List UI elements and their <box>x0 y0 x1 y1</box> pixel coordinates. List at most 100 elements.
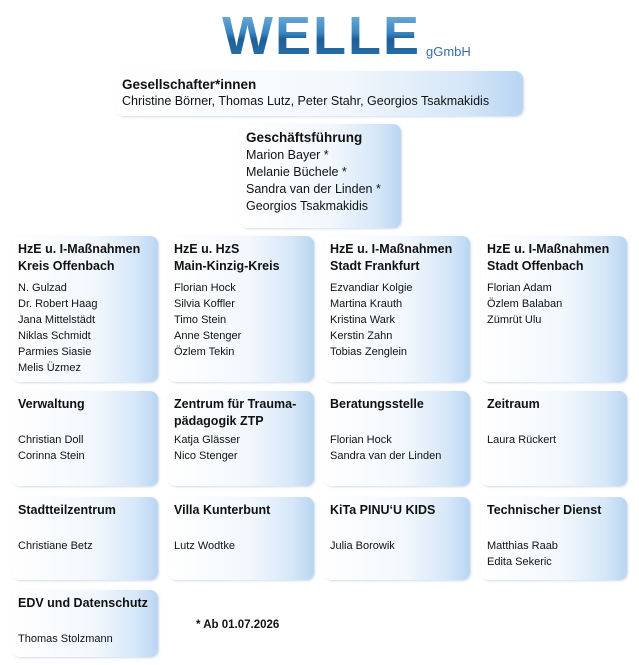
management-box: Geschäftsführung Marion Bayer * Melanie … <box>240 124 401 228</box>
unit-names: Florian Hock Silvia Koffler Timo Stein A… <box>174 280 308 360</box>
unit-names: Katja Glässer Nico Stenger <box>174 432 308 464</box>
unit-box: Villa Kunterbunt Lutz Wodtke <box>168 497 314 580</box>
unit-box: Beratungsstelle Florian Hock Sandra van … <box>324 391 470 486</box>
unit-name: Lutz Wodtke <box>174 540 235 552</box>
unit-box: HzE u. I-Maßnahmen Kreis Offenbach N. Gu… <box>12 236 158 382</box>
unit-box: KiTa PINU‘U KIDS Julia Borowik <box>324 497 470 580</box>
unit-name: Kerstin Zahn <box>330 330 393 342</box>
unit-names: Florian Adam Özlem Balaban Zümrüt Ulu <box>487 280 621 328</box>
unit-title: HzE u. I-Maßnahmen Stadt Offenbach <box>487 241 621 275</box>
unit-name: Edita Sekeric <box>487 556 552 568</box>
unit-names: Florian Hock Sandra van der Linden <box>330 432 464 464</box>
unit-title-line: EDV und Datenschutz <box>18 596 148 610</box>
unit-title: Villa Kunterbunt <box>174 502 308 519</box>
unit-names: Ezvandiar Kolgie Martina Krauth Kristina… <box>330 280 464 360</box>
unit-box: Technischer Dienst Matthias Raab Edita S… <box>481 497 627 580</box>
unit-title-line: Technischer Dienst <box>487 503 602 517</box>
unit-name: Christiane Betz <box>18 540 93 552</box>
shareholders-names: Christine Börner, Thomas Lutz, Peter Sta… <box>122 93 517 110</box>
unit-name: Martina Krauth <box>330 298 403 310</box>
unit-names: Lutz Wodtke <box>174 538 308 554</box>
unit-title: Technischer Dienst <box>487 502 621 519</box>
unit-name: Corinna Stein <box>18 450 85 462</box>
management-name: Sandra van der Linden * <box>246 182 381 196</box>
unit-title-line: HzE u. I-Maßnahmen <box>330 242 453 256</box>
unit-title-line: Beratungsstelle <box>330 397 424 411</box>
unit-name: Matthias Raab <box>487 540 558 552</box>
unit-name: Parmies Siasie <box>18 346 92 358</box>
unit-names: Christiane Betz <box>18 538 152 554</box>
unit-names: N. Gulzad Dr. Robert Haag Jana Mittelstä… <box>18 280 152 376</box>
unit-box: Stadtteilzentrum Christiane Betz <box>12 497 158 580</box>
unit-name: Florian Hock <box>330 434 392 446</box>
unit-title-line: KiTa PINU‘U KIDS <box>330 503 436 517</box>
unit-name: Florian Adam <box>487 282 552 294</box>
unit-title: Zentrum für Trauma- pädagogik ZTP <box>174 396 308 430</box>
unit-name: Tobias Zenglein <box>330 346 408 358</box>
unit-name: Zümrüt Ulu <box>487 314 542 326</box>
unit-name: Dr. Robert Haag <box>18 298 98 310</box>
unit-title: Verwaltung <box>18 396 152 413</box>
unit-title-line: Stadtteilzentrum <box>18 503 116 517</box>
unit-name: Laura Rückert <box>487 434 557 446</box>
unit-title: KiTa PINU‘U KIDS <box>330 502 464 519</box>
unit-name: Thomas Stolzmann <box>18 633 113 645</box>
shareholders-title: Gesellschafter*innen <box>122 77 257 92</box>
unit-box: Zeitraum Laura Rückert <box>481 391 627 486</box>
welle-logo: WELLE gGmbH <box>222 6 482 66</box>
management-title: Geschäftsführung <box>246 130 363 145</box>
unit-name: Silvia Koffler <box>174 298 235 310</box>
unit-names: Thomas Stolzmann <box>18 631 152 647</box>
unit-title: HzE u. I-Maßnahmen Stadt Frankfurt <box>330 241 464 275</box>
management-name: Marion Bayer * <box>246 148 329 162</box>
unit-name: Anne Stenger <box>174 330 242 342</box>
unit-name: Katja Glässer <box>174 434 241 446</box>
management-name: Melanie Büchele * <box>246 165 347 179</box>
unit-title-line: HzE u. HzS <box>174 242 240 256</box>
unit-box: Zentrum für Trauma- pädagogik ZTP Katja … <box>168 391 314 486</box>
unit-title-line: HzE u. I-Maßnahmen <box>18 242 141 256</box>
unit-names: Laura Rückert <box>487 432 621 448</box>
unit-title-line: Stadt Frankfurt <box>330 259 420 273</box>
logo-suffix: gGmbH <box>426 44 471 59</box>
unit-name: Ezvandiar Kolgie <box>330 282 413 294</box>
unit-name: N. Gulzad <box>18 282 67 294</box>
management-names: Marion Bayer * Melanie Büchele * Sandra … <box>246 147 395 215</box>
unit-title-line: pädagogik ZTP <box>174 414 264 428</box>
unit-title: Stadtteilzentrum <box>18 502 152 519</box>
unit-name: Özlem Balaban <box>487 298 563 310</box>
unit-title-line: Main-Kinzig-Kreis <box>174 259 280 273</box>
unit-title-line: Kreis Offenbach <box>18 259 115 273</box>
unit-name: Julia Borowik <box>330 540 395 552</box>
unit-box: EDV und Datenschutz Thomas Stolzmann <box>12 590 158 657</box>
unit-title-line: Villa Kunterbunt <box>174 503 271 517</box>
unit-title: EDV und Datenschutz <box>18 595 152 612</box>
unit-name: Jana Mittelstädt <box>18 314 96 326</box>
unit-names: Matthias Raab Edita Sekeric <box>487 538 621 570</box>
unit-title: HzE u. HzS Main-Kinzig-Kreis <box>174 241 308 275</box>
unit-name: Christian Doll <box>18 434 84 446</box>
unit-title-line: HzE u. I-Maßnahmen <box>487 242 610 256</box>
logo-wordmark: WELLE <box>222 6 421 66</box>
unit-names: Christian Doll Corinna Stein <box>18 432 152 464</box>
unit-name: Nico Stenger <box>174 450 238 462</box>
unit-title-line: Verwaltung <box>18 397 85 411</box>
unit-title: HzE u. I-Maßnahmen Kreis Offenbach <box>18 241 152 275</box>
unit-title-line: Zentrum für Trauma- <box>174 397 297 411</box>
shareholders-box: Gesellschafter*innen Christine Börner, T… <box>116 71 523 116</box>
unit-title: Zeitraum <box>487 396 621 413</box>
unit-name: Sandra van der Linden <box>330 450 442 462</box>
unit-title-line: Stadt Offenbach <box>487 259 584 273</box>
unit-name: Timo Stein <box>174 314 227 326</box>
unit-title-line: Zeitraum <box>487 397 540 411</box>
unit-name: Özlem Tekin <box>174 346 235 358</box>
unit-box: HzE u. I-Maßnahmen Stadt Offenbach Flori… <box>481 236 627 382</box>
unit-names: Julia Borowik <box>330 538 464 554</box>
unit-box: HzE u. I-Maßnahmen Stadt Frankfurt Ezvan… <box>324 236 470 382</box>
unit-box: HzE u. HzS Main-Kinzig-Kreis Florian Hoc… <box>168 236 314 382</box>
unit-box: Verwaltung Christian Doll Corinna Stein <box>12 391 158 486</box>
unit-name: Niklas Schmidt <box>18 330 91 342</box>
unit-title: Beratungsstelle <box>330 396 464 413</box>
management-name: Georgios Tsakmakidis <box>246 199 369 213</box>
shareholders-name: Christine Börner, Thomas Lutz, Peter Sta… <box>122 94 490 108</box>
